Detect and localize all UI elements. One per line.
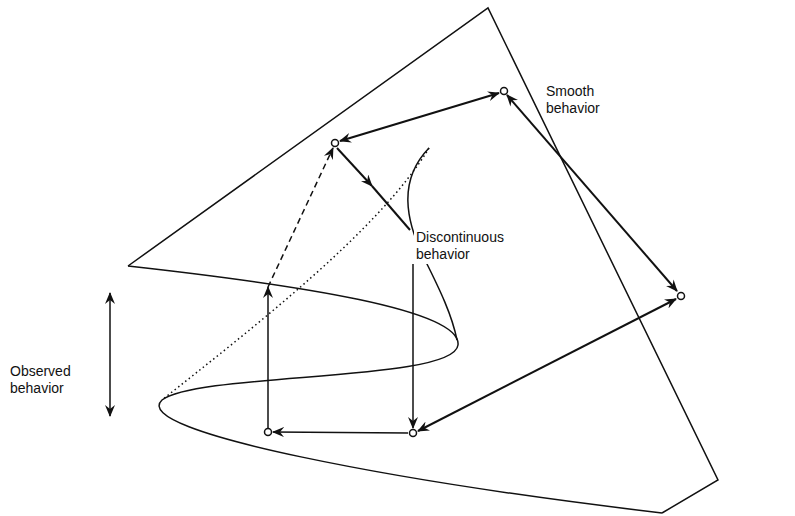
arrow xyxy=(267,287,269,428)
line xyxy=(372,186,410,230)
hidden-cusp-line xyxy=(162,148,429,400)
double-arrow xyxy=(418,299,676,431)
axis-label: Discontinuous behavior xyxy=(414,228,506,264)
axis-label: Smooth behavior xyxy=(544,82,602,118)
dashed-arrow xyxy=(268,148,333,287)
state-dot xyxy=(501,88,508,95)
double-arrow xyxy=(109,293,111,416)
double-arrow xyxy=(340,93,499,141)
surface-outline xyxy=(128,8,718,513)
states xyxy=(265,88,685,437)
arrow xyxy=(273,432,408,433)
state-dot xyxy=(265,429,272,436)
trajectories xyxy=(110,93,677,433)
arrow xyxy=(412,264,414,428)
double-arrow xyxy=(507,95,677,291)
arrow xyxy=(337,148,372,186)
state-dot xyxy=(332,140,339,147)
state-dot xyxy=(678,293,685,300)
axis-label: Observed behavior xyxy=(8,362,73,398)
fold-edge xyxy=(128,266,662,513)
state-dot xyxy=(410,430,417,437)
sheet-edge xyxy=(128,8,718,513)
